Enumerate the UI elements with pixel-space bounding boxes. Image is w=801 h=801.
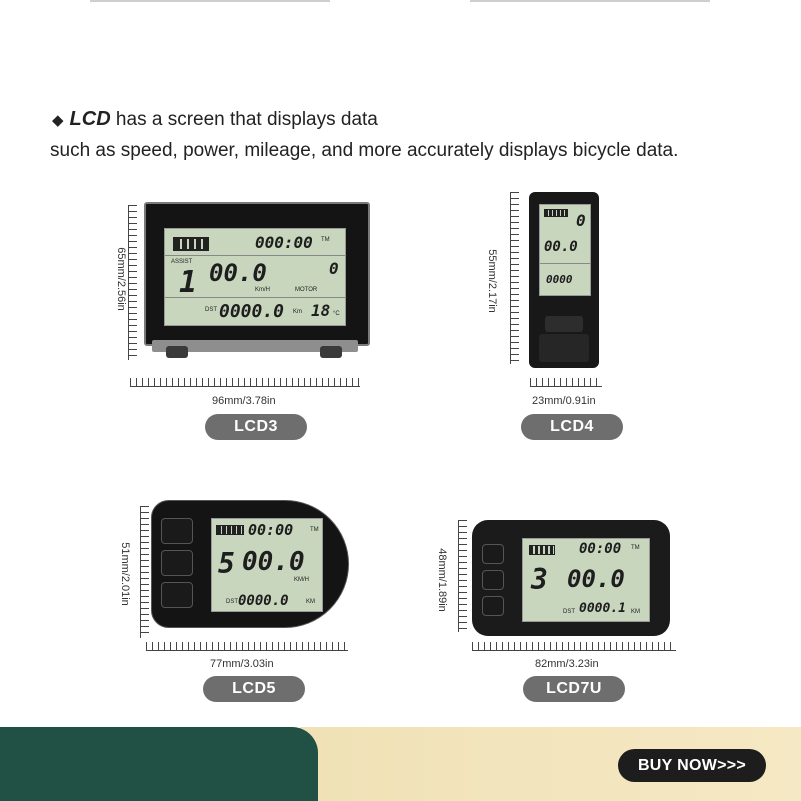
- lcd4-screen: 0 00.0 0000: [539, 204, 591, 296]
- intro-line-1-text: has a screen that displays data: [110, 109, 378, 130]
- lcd3-screen: 000:00 TM ASSIST 1 00.0 Km/H MOTOR 0 DST…: [164, 228, 346, 326]
- lcd4-model-badge: LCD4: [521, 414, 623, 440]
- lcd5-speed-unit: KM/H: [294, 577, 309, 583]
- lcd7u-down-button[interactable]: [482, 596, 504, 616]
- lcd7u-assist-level: 3: [531, 563, 548, 596]
- lcd3-distance-unit: Km: [293, 309, 302, 315]
- lcd3-dst-label: DST: [205, 307, 217, 313]
- lcd5-device: 00:00 TM 5 00.0 KM/H DST 0000.0 KM: [151, 500, 349, 628]
- lcd7u-mode-button[interactable]: [482, 544, 504, 564]
- lcd7u-up-button[interactable]: [482, 570, 504, 590]
- lcd7u-device: 00:00 TM 3 00.0 DST 0000.1 KM: [472, 520, 670, 636]
- lcd5-model-badge: LCD5: [203, 676, 305, 702]
- lcd5-time: 00:00: [248, 521, 294, 539]
- lcd7u-distance-unit: KM: [631, 609, 640, 615]
- intro-brand: LCD: [69, 108, 111, 130]
- lcd7u-width-ruler: [472, 642, 676, 651]
- lcd4-height-ruler: [510, 192, 519, 364]
- lcd7u-time: 00:00: [579, 541, 622, 557]
- lcd7u-tm: TM: [631, 545, 640, 551]
- top-divider-right: [470, 0, 710, 2]
- lcd5-height-label: 51mm/2.01in: [119, 542, 131, 606]
- lcd4-device: 0 00.0 0000: [529, 192, 599, 368]
- lcd5-speed: 00.0: [242, 547, 305, 577]
- top-divider-left: [90, 0, 330, 2]
- lcd5-tm: TM: [310, 527, 319, 533]
- lcd3-device: 000:00 TM ASSIST 1 00.0 Km/H MOTOR 0 DST…: [144, 202, 370, 358]
- lcd7u-screen: 00:00 TM 3 00.0 DST 0000.1 KM: [522, 538, 650, 622]
- lcd3-width-ruler: [130, 378, 360, 387]
- lcd5-distance: 0000.0: [238, 593, 289, 609]
- buy-now-button[interactable]: BUY NOW>>>: [618, 749, 766, 782]
- lcd4-distance: 0000: [546, 273, 573, 286]
- lcd7u-dst-label: DST: [563, 609, 575, 615]
- lcd3-temperature: 18: [311, 301, 331, 320]
- lcd3-height-ruler: [128, 205, 137, 360]
- diamond-bullet-icon: ◆: [52, 112, 64, 129]
- lcd3-temperature-unit: °C: [333, 311, 340, 317]
- lcd5-assist-level: 5: [218, 547, 235, 580]
- intro-text: ◆ LCD has a screen that displays data suc…: [50, 104, 679, 166]
- footer-green-band: [0, 727, 318, 801]
- lcd5-down-button[interactable]: [161, 582, 193, 608]
- lcd5-up-button[interactable]: [161, 518, 193, 544]
- lcd5-width-ruler: [146, 642, 348, 651]
- lcd3-motor-label: MOTOR: [295, 287, 318, 293]
- intro-line-1: ◆ LCD has a screen that displays data: [52, 104, 678, 136]
- battery-icon: [544, 209, 568, 217]
- battery-icon: [216, 525, 244, 535]
- lcd7u-speed: 00.0: [567, 565, 625, 593]
- battery-icon: [173, 237, 209, 251]
- lcd7u-height-ruler: [458, 520, 467, 632]
- lcd4-assist-level: 0: [576, 211, 586, 230]
- lcd3-motor-value: 0: [329, 259, 339, 278]
- lcd3-speed: 00.0: [209, 259, 267, 287]
- lcd4-updown-button[interactable]: [539, 334, 589, 362]
- lcd3-assist-level: 1: [179, 265, 198, 300]
- lcd7u-model-badge: LCD7U: [523, 676, 625, 702]
- lcd4-mode-button[interactable]: [545, 316, 583, 332]
- lcd5-dst-label: DST: [226, 599, 238, 605]
- lcd5-screen: 00:00 TM 5 00.0 KM/H DST 0000.0 KM: [211, 518, 323, 612]
- lcd5-height-ruler: [140, 506, 149, 638]
- lcd3-speed-unit: Km/H: [255, 287, 270, 293]
- lcd5-distance-unit: KM: [306, 599, 315, 605]
- lcd4-width-label: 23mm/0.91in: [532, 395, 596, 407]
- lcd3-time: 000:00: [255, 233, 313, 252]
- lcd5-width-label: 77mm/3.03in: [210, 658, 274, 670]
- lcd5-power-button[interactable]: [161, 550, 193, 576]
- lcd3-model-badge: LCD3: [205, 414, 307, 440]
- lcd3-assist-label: ASSIST: [171, 259, 193, 265]
- battery-icon: [529, 545, 555, 555]
- intro-line-2: such as speed, power, mileage, and more …: [50, 140, 679, 161]
- lcd7u-distance: 0000.1: [579, 601, 626, 616]
- lcd4-height-label: 55mm/2.17in: [486, 249, 498, 313]
- lcd7u-width-label: 82mm/3.23in: [535, 658, 599, 670]
- lcd3-distance: 0000.0: [219, 301, 285, 322]
- lcd3-height-label: 65mm/2.56in: [115, 247, 127, 311]
- lcd4-speed: 00.0: [544, 239, 578, 255]
- lcd7u-height-label: 48mm/1.89in: [436, 548, 448, 612]
- lcd4-width-ruler: [530, 378, 602, 387]
- lcd3-width-label: 96mm/3.78in: [212, 395, 276, 407]
- lcd3-tm: TM: [321, 237, 330, 243]
